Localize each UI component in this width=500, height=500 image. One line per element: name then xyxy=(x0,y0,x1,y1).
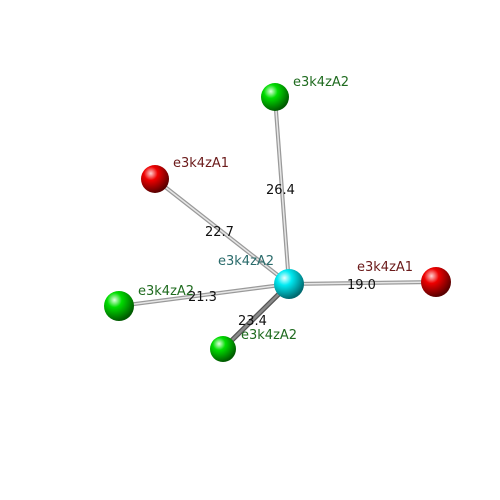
distance-label-left: 21.3 xyxy=(188,290,217,305)
atom-upper-left[interactable] xyxy=(141,165,169,193)
distance-label-upper-left: 22.7 xyxy=(205,225,234,240)
bond-highlight-upper-left xyxy=(154,178,290,285)
distance-label-top: 26.4 xyxy=(266,183,295,198)
atom-label-top: e3k4zA2 xyxy=(293,75,349,90)
bond-highlight-top xyxy=(274,96,290,285)
distance-label-right: 19.0 xyxy=(347,278,376,293)
distance-label-lower-left: 23.4 xyxy=(238,314,267,329)
label-layer: e3k4zA2 26.4 e3k4zA1 22.7 e3k4zA1 19.0 e3k4zA2… xyxy=(138,75,413,343)
atom-label-upper-left: e3k4zA1 xyxy=(173,156,229,171)
atom-center[interactable] xyxy=(274,269,304,299)
atom-right[interactable] xyxy=(421,267,451,297)
atom-label-right: e3k4zA1 xyxy=(357,260,413,275)
atom-label-lower-left: e3k4zA2 xyxy=(241,328,297,343)
atom-left[interactable] xyxy=(104,291,134,321)
bond-highlight-left xyxy=(118,283,290,307)
atom-label-left: e3k4zA2 xyxy=(138,284,194,299)
atom-lower-left[interactable] xyxy=(210,336,236,362)
atom-layer xyxy=(104,83,451,362)
bond-highlight-right xyxy=(288,281,437,285)
atom-top[interactable] xyxy=(261,83,289,111)
atom-label-center: e3k4zA2 xyxy=(218,254,274,269)
bond-layer xyxy=(117,95,438,352)
bond-highlight-lower-left xyxy=(221,282,291,351)
